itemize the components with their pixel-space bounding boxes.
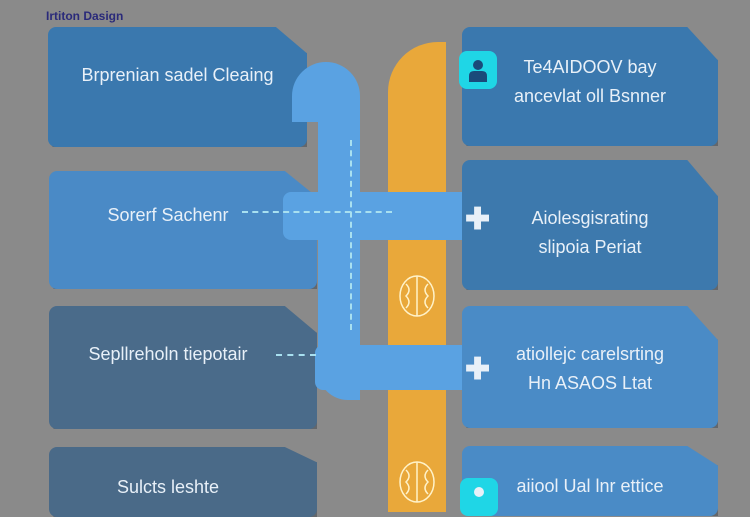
person-icon [460,478,498,516]
step-box-3[interactable]: Sepllreholn tiepotair [49,306,317,429]
step-box-4[interactable]: Sulcts leshte [49,447,317,517]
dashed-line [350,140,352,330]
connector-band-1 [283,192,496,240]
result-box-2[interactable]: Aiolesgisrating slipoia Periat [462,160,718,290]
step-box-2[interactable]: Sorerf Sachenr [49,171,317,289]
step-label: Sorerf Sachenr [107,205,229,225]
step-box-1[interactable]: Brprenian sadel Cleaing [48,27,307,147]
step-label: Brprenian sadel Cleaing [81,65,274,85]
brain-icon [399,275,435,317]
step-label: Sepllreholn tiepotair [88,344,248,364]
brain-icon [399,461,435,503]
plus-icon[interactable]: ✚ [465,353,491,386]
result-box-1[interactable]: Te4AIDOOV bay ancevlat oll Bsnner [462,27,718,146]
dashed-line [276,354,316,356]
plus-icon[interactable]: ✚ [465,203,491,236]
result-label: ancevlat oll Bsnner [513,86,667,106]
diagram-title: Irtiton Dasign [46,9,124,23]
result-label: atiollejc carelsrting [515,344,665,364]
result-label: Hn ASAOS Ltat [527,373,653,393]
dashed-line [242,211,392,213]
result-label: slipoia Periat [538,237,642,257]
result-label: aiiool Ual lnr ettice [516,476,664,496]
result-label: Aiolesgisrating [531,208,649,228]
result-label: Te4AIDOOV bay [523,57,657,77]
step-label: Sulcts leshte [116,477,220,497]
person-icon [459,51,497,89]
result-box-3[interactable]: atiollejc carelsrting Hn ASAOS Ltat [462,306,718,428]
result-box-4[interactable]: aiiool Ual lnr ettice [462,446,718,516]
